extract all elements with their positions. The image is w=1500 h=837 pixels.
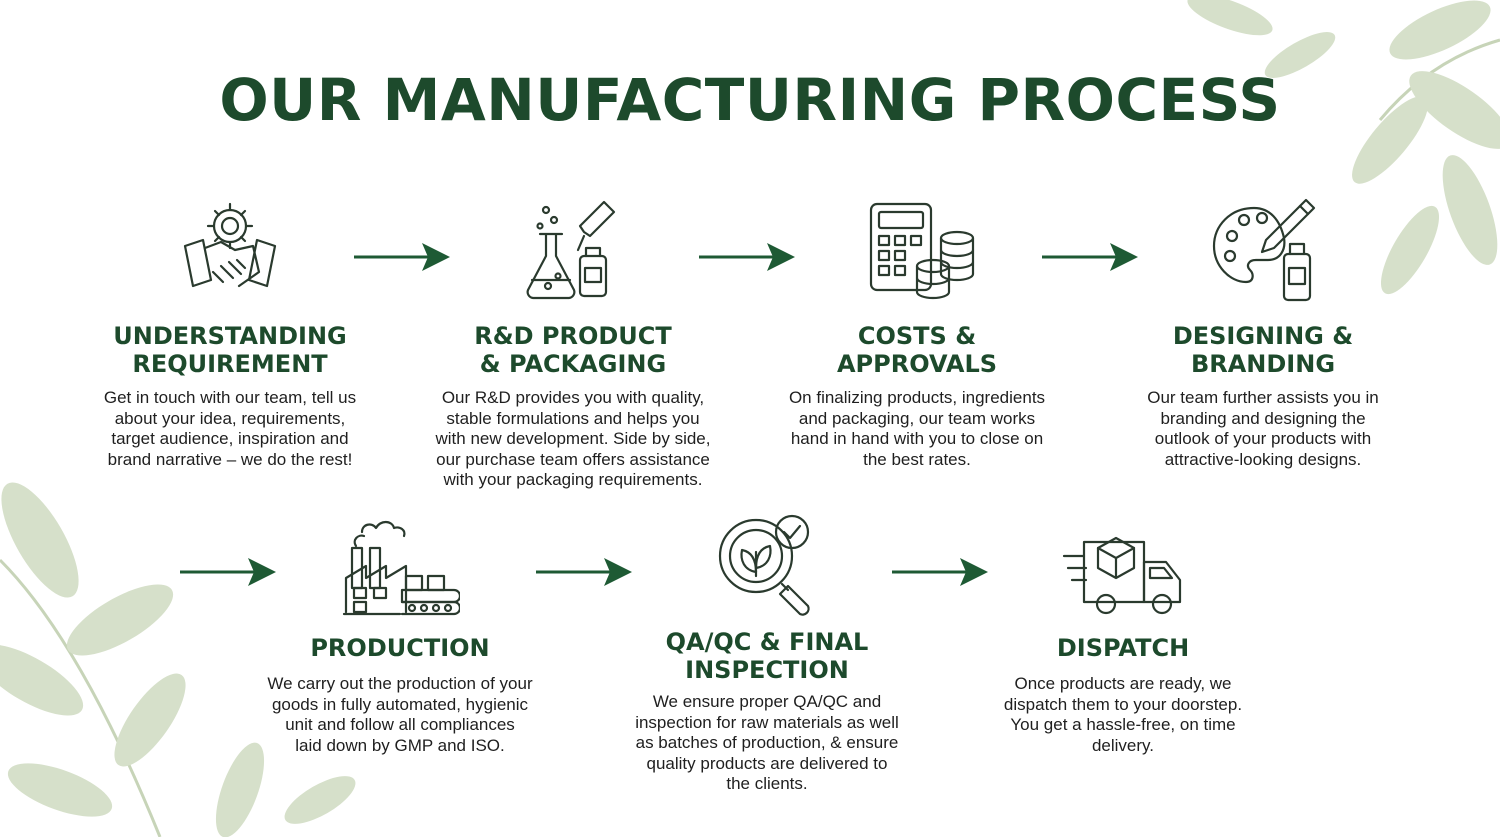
- desc-line: Our team further assists you in: [1147, 388, 1379, 407]
- desc-line: unit and follow all compliances: [285, 715, 515, 734]
- step-description: We carry out the production of your good…: [240, 674, 560, 756]
- desc-line: with new development. Side by side,: [435, 429, 711, 448]
- calculator-coins-icon: [869, 202, 975, 300]
- lab-flask-dropper-icon: [526, 200, 616, 300]
- step-production: PRODUCTION We carry out the production o…: [240, 512, 560, 756]
- desc-line: outlook of your products with: [1154, 429, 1372, 448]
- desc-line: inspection for raw materials as well: [635, 712, 899, 732]
- step-title-line2: & PACKAGING: [479, 350, 667, 378]
- step-description: We ensure proper QA/QC and inspection fo…: [607, 692, 927, 795]
- desc-line: goods in fully automated, hygienic: [271, 694, 529, 714]
- factory-icon: [342, 520, 460, 616]
- step-dispatch: DISPATCH Once products are ready, we dis…: [963, 512, 1283, 756]
- handshake-gear-icon: [183, 202, 277, 288]
- desc-line: our purchase team offers assistance: [436, 449, 710, 469]
- desc-line: with your packaging requirements.: [443, 470, 703, 489]
- desc-line: stable formulations and helps you: [446, 408, 700, 428]
- arrow-right-icon: [892, 558, 988, 586]
- step-title-line1: QA/QC & FINAL: [665, 628, 869, 656]
- step-title-line2: REQUIREMENT: [132, 350, 328, 378]
- step-costs-approvals: COSTS & APPROVALS On finalizing products…: [757, 196, 1077, 470]
- arrow-right-icon: [536, 558, 632, 586]
- step-title-line2: APPROVALS: [836, 350, 998, 378]
- desc-line: quality products are delivered to: [646, 753, 888, 773]
- desc-line: Once products are ready, we: [1014, 674, 1232, 693]
- step-title-line1: DISPATCH: [1056, 634, 1190, 662]
- step-description: Get in touch with our team, tell us abou…: [70, 388, 390, 470]
- arrow-right-icon: [1042, 243, 1138, 271]
- page-title: OUR MANUFACTURING PROCESS: [219, 66, 1281, 134]
- step-title-line2: BRANDING: [1190, 350, 1336, 378]
- step-description: Our R&D provides you with quality, stabl…: [413, 388, 733, 491]
- step-title-line1: R&D PRODUCT: [474, 322, 672, 350]
- arrow-right-icon: [699, 243, 795, 271]
- desc-line: about your idea, requirements,: [114, 408, 346, 428]
- step-designing-branding: DESIGNING & BRANDING Our team further as…: [1103, 196, 1423, 470]
- magnifier-leaf-check-icon: [718, 514, 810, 616]
- step-title-line2: INSPECTION: [685, 656, 849, 684]
- desc-line: We carry out the production of your: [267, 674, 533, 693]
- step-description: Our team further assists you in branding…: [1103, 388, 1423, 470]
- desc-line: Get in touch with our team, tell us: [103, 388, 357, 407]
- step-title-line1: COSTS &: [857, 322, 977, 350]
- desc-line: the clients.: [726, 774, 808, 793]
- step-rnd-packaging: R&D PRODUCT & PACKAGING Our R&D provides…: [413, 196, 733, 491]
- desc-line: as batches of production, & ensure: [635, 733, 899, 752]
- desc-line: We ensure proper QA/QC and: [652, 692, 882, 711]
- desc-line: the best rates.: [863, 449, 971, 469]
- step-title-line1: PRODUCTION: [310, 634, 490, 662]
- desc-line: hand in hand with you to close on: [790, 429, 1044, 448]
- desc-line: You get a hassle-free, on time: [1010, 715, 1236, 734]
- desc-line: and packaging, our team works: [798, 408, 1036, 428]
- desc-line: On finalizing products, ingredients: [788, 388, 1046, 407]
- palette-pencil-icon: [1212, 198, 1316, 302]
- desc-line: Our R&D provides you with quality,: [441, 388, 705, 407]
- desc-line: dispatch them to your doorstep.: [1003, 694, 1243, 714]
- desc-line: target audience, inspiration and: [111, 429, 349, 448]
- desc-line: brand narrative – we do the rest!: [107, 449, 353, 469]
- step-title-line1: DESIGNING &: [1172, 322, 1354, 350]
- step-title-line1: UNDERSTANDING: [113, 322, 347, 350]
- arrow-right-icon: [180, 558, 276, 586]
- arrow-right-icon: [354, 243, 450, 271]
- step-description: Once products are ready, we dispatch the…: [963, 674, 1283, 756]
- desc-line: laid down by GMP and ISO.: [295, 735, 505, 755]
- step-understanding-requirement: UNDERSTANDING REQUIREMENT Get in touch w…: [70, 196, 390, 470]
- step-description: On finalizing products, ingredients and …: [757, 388, 1077, 470]
- delivery-truck-icon: [1062, 536, 1182, 615]
- step-qa-qc-inspection: QA/QC & FINAL INSPECTION We ensure prope…: [607, 512, 927, 795]
- desc-line: delivery.: [1091, 735, 1155, 755]
- desc-line: attractive-looking designs.: [1164, 449, 1362, 469]
- desc-line: branding and designing the: [1160, 408, 1366, 428]
